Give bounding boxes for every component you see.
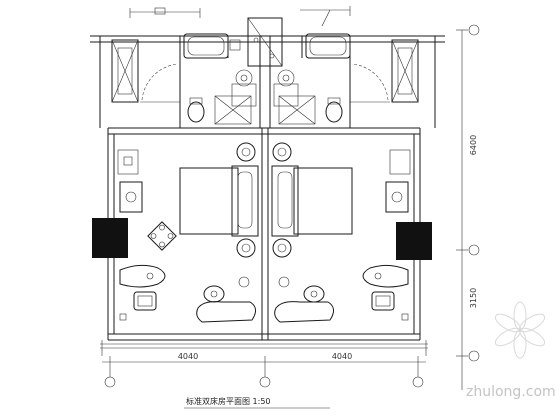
chair-right — [371, 291, 395, 311]
service-shaft — [247, 17, 283, 67]
column-right — [396, 222, 432, 260]
side-table-right — [389, 149, 411, 175]
desk-right — [362, 264, 409, 288]
column-left — [92, 218, 128, 258]
zhulong-flower-logo — [494, 301, 546, 359]
sofa-right — [274, 301, 334, 323]
tv-cabinet-right — [385, 181, 409, 213]
coffee-table-left — [147, 221, 177, 251]
lamp-right-top — [272, 142, 292, 162]
toilet-right — [325, 101, 343, 123]
side-table-left — [117, 149, 139, 175]
room-right-furniture — [271, 142, 411, 323]
right-dimension-line — [456, 24, 480, 390]
wardrobe-right — [391, 39, 419, 103]
room-left-furniture — [117, 142, 259, 323]
lamp-left-top — [236, 142, 256, 162]
drawing-title: 标准双床房平面图 1:50 — [186, 396, 271, 406]
top-axis-markers — [129, 6, 351, 27]
basin-right — [277, 69, 295, 87]
lamp-right-bottom — [272, 238, 292, 258]
dimension-right-lower: 3150 — [469, 288, 478, 308]
dimension-bottom-left: 4040 — [178, 352, 198, 361]
bathtub-left — [183, 33, 229, 59]
bottom-dimension-line — [102, 356, 426, 388]
bathtub-right — [305, 33, 351, 59]
bed-left-b — [231, 165, 259, 237]
window-lines — [100, 340, 428, 356]
dimension-right-upper: 6400 — [469, 135, 478, 155]
bed-right-a — [271, 165, 299, 237]
sofa-left — [196, 301, 256, 323]
corridor-wall — [90, 35, 445, 128]
wardrobe-left — [111, 39, 139, 103]
bed-right-b — [293, 167, 353, 235]
desk-left — [119, 264, 166, 288]
dimension-bottom-right: 4040 — [332, 352, 352, 361]
watermark-text: zhulong.com — [466, 384, 556, 400]
toilet-left — [187, 101, 205, 123]
basin-left — [235, 69, 253, 87]
bed-left-a — [179, 167, 239, 235]
chair-left — [133, 291, 157, 311]
tv-cabinet-left — [119, 181, 143, 213]
lamp-left-bottom — [236, 238, 256, 258]
